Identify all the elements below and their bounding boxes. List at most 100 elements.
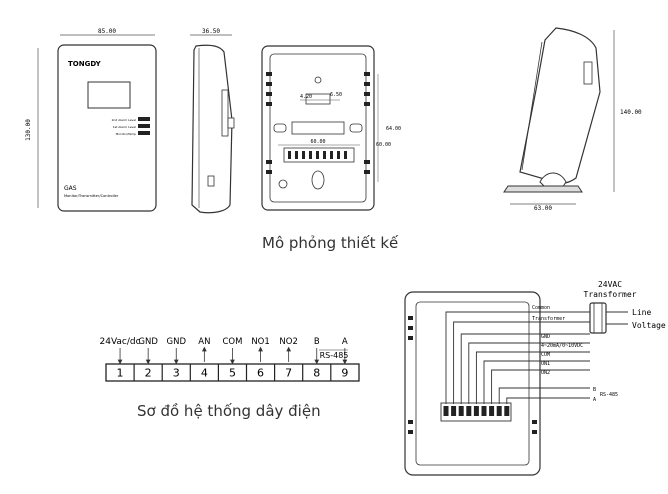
- device-back-body: [261, 45, 375, 211]
- screw-terminal: [504, 406, 510, 416]
- terminal-number: 9: [341, 367, 348, 380]
- terminal-dividers: [133, 364, 332, 381]
- transformer-title: 24VAC: [598, 280, 622, 289]
- signal-wire: [498, 387, 590, 404]
- rs485-label: RS-485: [320, 351, 349, 360]
- screw-terminal: [458, 406, 464, 416]
- product-subtitle: Monitor/Transmitter/Controller: [64, 194, 119, 198]
- dim-6-50: 6.50: [330, 92, 342, 98]
- terminal-label: NO2: [279, 337, 297, 347]
- product-name: GAS: [64, 185, 77, 192]
- signal-wire: [460, 333, 590, 404]
- screw-terminal: [496, 406, 502, 416]
- voltage-label: Voltage: [632, 321, 666, 330]
- led-monitor: [138, 131, 150, 135]
- screw-terminal: [451, 406, 457, 416]
- screw-terminal: [473, 406, 479, 416]
- width-dimension: 85.00: [98, 28, 116, 35]
- wire-a-label: A: [593, 397, 596, 403]
- stand-view: 63.00 140.00: [503, 27, 642, 212]
- terminal-number: 5: [229, 367, 236, 380]
- signal-on2: ON2: [541, 370, 550, 376]
- front-view: 85.00 130.00 TONGDY 2nd Alarm Level 1st …: [25, 28, 157, 212]
- terminal-number: 2: [145, 367, 152, 380]
- signal-wire: [506, 397, 590, 404]
- terminal-number: 4: [201, 367, 208, 380]
- terminal-label: GND: [167, 337, 187, 347]
- indicator-label-3: Monitor/Temp: [116, 132, 137, 136]
- bottom-screw-slot: [311, 170, 325, 190]
- design-caption: Mô phỏng thiết kế: [262, 234, 399, 252]
- stand-height-dimension: 140.00: [620, 109, 642, 116]
- terminal-number: 8: [313, 367, 320, 380]
- stand-base: [503, 185, 583, 193]
- device-front-body: [57, 44, 157, 212]
- wire-b-label: B: [593, 387, 596, 393]
- transformer-tag: Transformer: [532, 316, 565, 322]
- signal-wire: [483, 360, 590, 404]
- led-2nd-alarm: [138, 117, 150, 121]
- wiring-caption: Sơ đồ hệ thống dây điện: [137, 402, 321, 420]
- device-side-body: [191, 44, 233, 214]
- terminal-label: GND: [138, 337, 158, 347]
- signal-wire: [445, 311, 530, 404]
- wire-bus-label: RS-485: [600, 392, 618, 398]
- signal-wire: [468, 342, 590, 404]
- terminal-label: COM: [222, 337, 242, 347]
- wiring-diagram: 24VAC Transformer Line Voltage Common Tr…: [404, 280, 666, 476]
- device-back-outline: [404, 291, 541, 476]
- back-view: 4.20 6.50 60.00 64.00 60.00: [261, 45, 401, 211]
- terminal-label: AN: [198, 337, 210, 347]
- terminal-number: 3: [173, 367, 180, 380]
- signal-wire: [491, 369, 590, 404]
- signal-wire: [475, 351, 590, 404]
- vent-slots: [266, 72, 370, 174]
- led-1st-alarm: [138, 124, 150, 128]
- signal-gnd: GND: [541, 334, 550, 340]
- terminal-arrows: [117, 346, 348, 365]
- ground-symbol: [278, 179, 288, 189]
- transformer: [530, 302, 628, 334]
- top-screw-hole: [314, 76, 322, 84]
- dim-60-00-horizontal: 60.00: [310, 139, 325, 145]
- signal-analog: 4~20mA/0~10VDC: [541, 343, 583, 349]
- side-view: 36.50: [190, 28, 235, 214]
- wiring-vents: [408, 316, 537, 434]
- indicator-leds: 2nd Alarm Level 1st Alarm Level Monitor/…: [112, 117, 150, 136]
- brand-logo: TONGDY: [68, 60, 102, 68]
- terminal-label: B: [314, 337, 320, 347]
- terminal-screws: [440, 402, 512, 422]
- transformer-core: [589, 302, 607, 334]
- dim-60-00-vertical: 60.00: [376, 142, 391, 148]
- terminal-number: 1: [117, 367, 124, 380]
- dim-64-00: 64.00: [386, 126, 401, 132]
- line-label: Line: [632, 308, 651, 317]
- depth-dimension: 36.50: [202, 28, 220, 35]
- transformer-subtitle: Transformer: [584, 290, 637, 299]
- dim-4-20: 4.20: [300, 94, 312, 100]
- height-dimension: 130.00: [25, 119, 32, 141]
- screw-terminal: [489, 406, 495, 416]
- terminal-label: NO1: [251, 337, 269, 347]
- terminal-number: 6: [257, 367, 264, 380]
- signal-on1: ON1: [541, 361, 550, 367]
- screw-terminal: [466, 406, 472, 416]
- signal-com: COM: [541, 352, 550, 358]
- signal-wires: [445, 311, 590, 404]
- terminal-label: A: [342, 337, 348, 347]
- indicator-label-2: 1st Alarm Level: [113, 125, 136, 129]
- terminal-pins: [288, 151, 347, 159]
- terminal-area: [283, 147, 355, 163]
- base-dimension: 63.00: [534, 205, 552, 212]
- screw-terminal: [481, 406, 487, 416]
- screw-terminal: [443, 406, 449, 416]
- indicator-label-1: 2nd Alarm Level: [112, 118, 137, 122]
- terminal-label: 24Vac/dc: [100, 337, 141, 347]
- common-label: Common: [532, 305, 550, 311]
- lcd-display: [87, 81, 131, 109]
